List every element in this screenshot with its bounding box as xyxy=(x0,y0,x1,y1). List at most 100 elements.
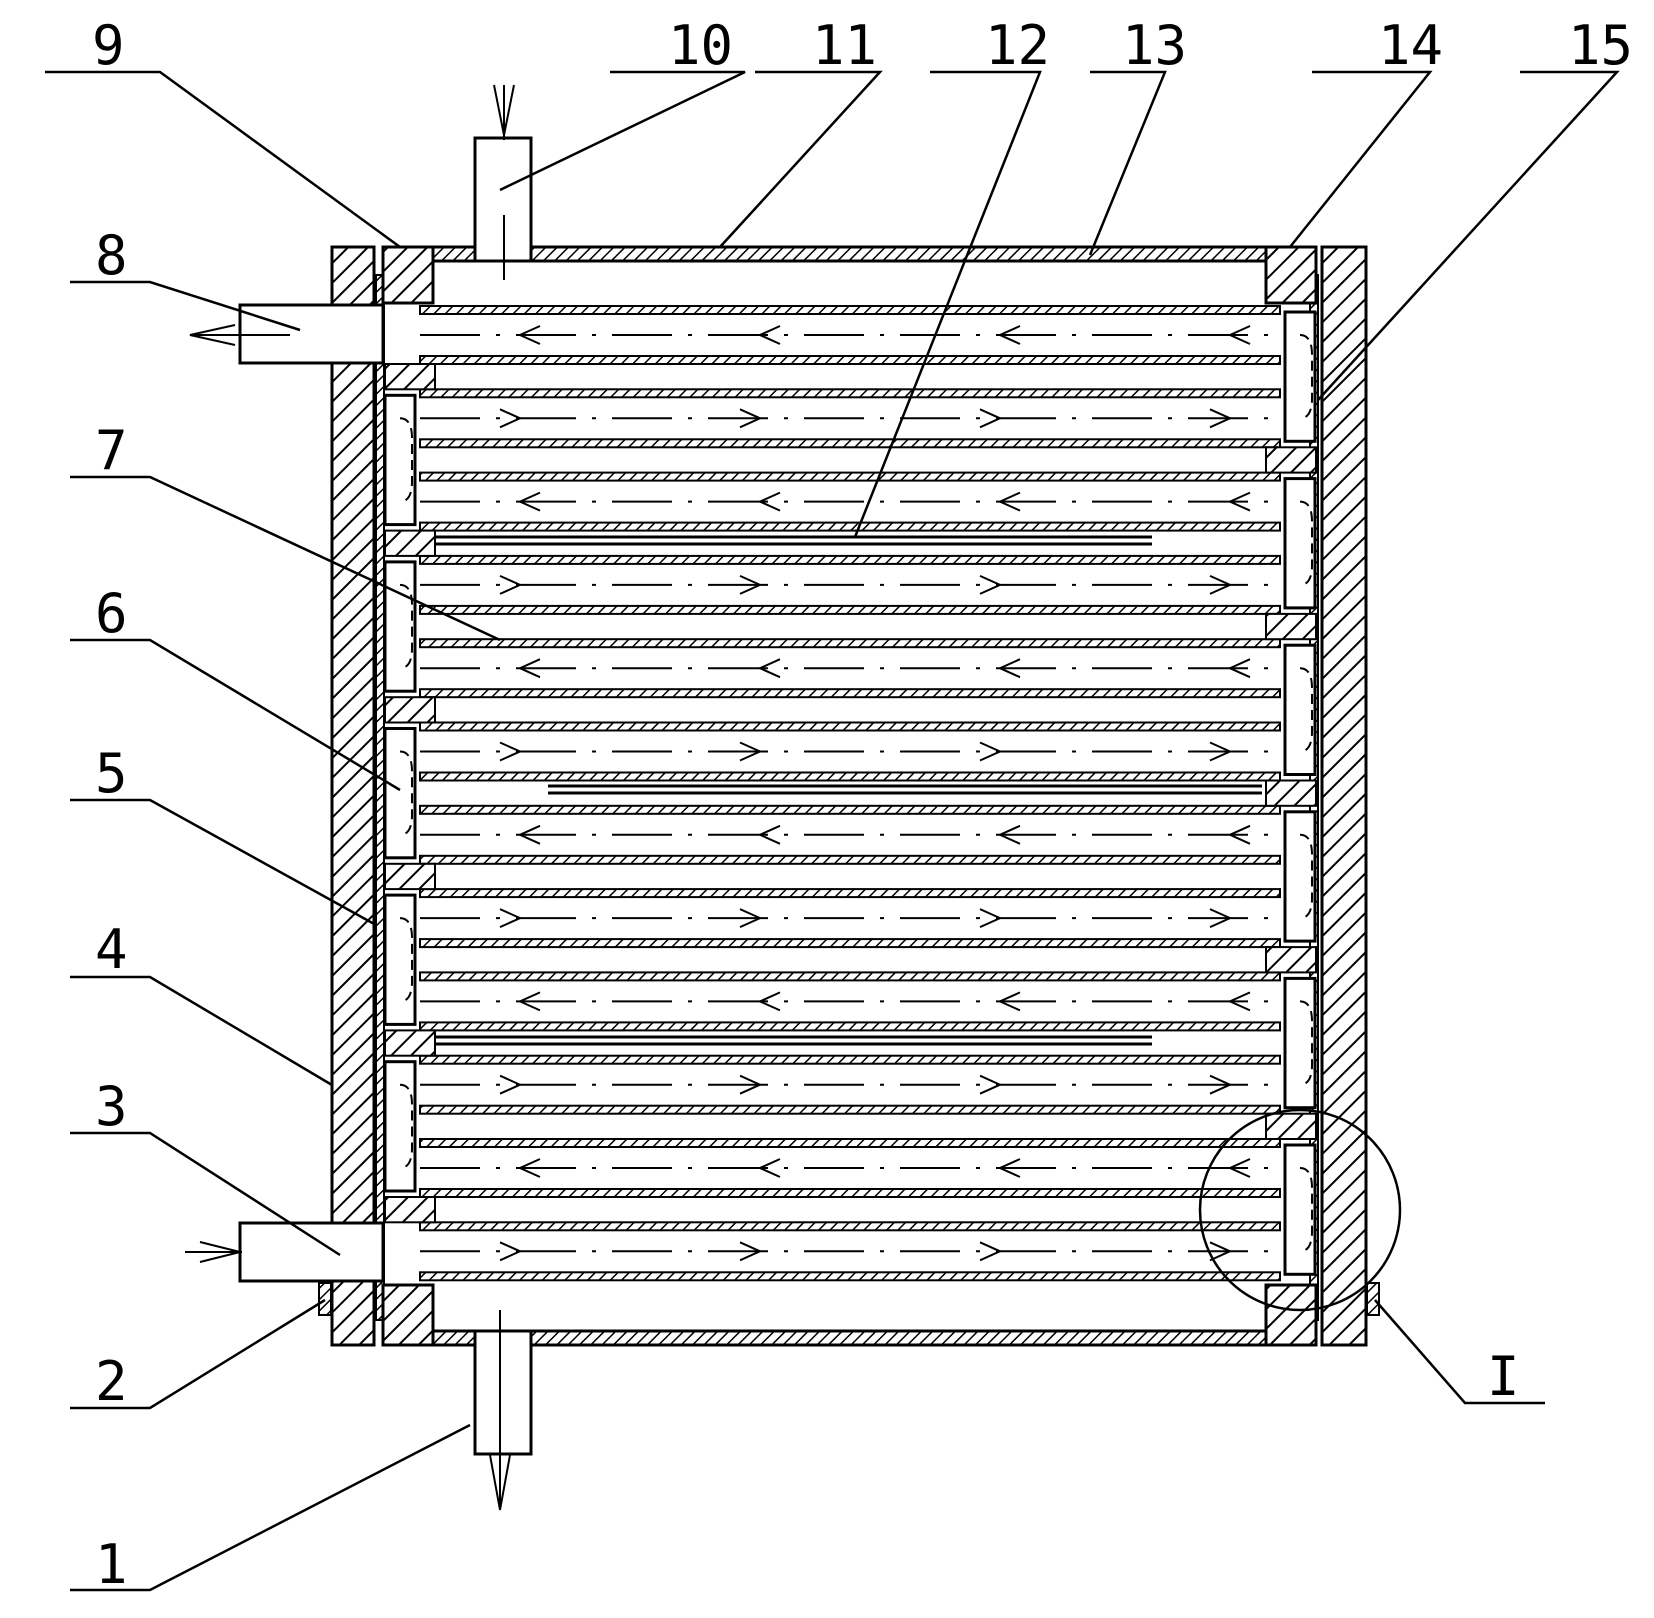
flow-arrow xyxy=(1227,658,1251,679)
callout-1: 1 xyxy=(95,1533,128,1596)
callout-8: 8 xyxy=(95,224,128,287)
baffle-plate xyxy=(384,1196,436,1224)
flow-arrow xyxy=(1227,991,1251,1012)
detail-circle xyxy=(1198,1108,1402,1312)
left-outlet-pipe xyxy=(189,303,385,365)
u-turn-flow xyxy=(399,750,413,836)
baffles xyxy=(384,363,1317,1224)
baffle-plate xyxy=(1265,779,1317,807)
tube-row xyxy=(419,971,1281,1032)
flow-arrow xyxy=(979,1241,1003,1262)
tube-row xyxy=(419,554,1281,615)
u-turn-flow xyxy=(1299,667,1313,753)
flow-arrow xyxy=(1227,1158,1251,1178)
flow-arrow xyxy=(517,824,541,845)
flow-arrow xyxy=(739,908,763,929)
tube-row xyxy=(419,638,1281,699)
flow-arrow xyxy=(517,991,541,1012)
return-header xyxy=(383,1060,417,1193)
return-header xyxy=(1283,1143,1317,1276)
callout-9: 9 xyxy=(92,14,125,77)
u-turn-flow xyxy=(399,1083,413,1169)
callout-10: 10 xyxy=(668,14,733,77)
baffle-plate xyxy=(384,529,436,557)
flow-arrow xyxy=(757,991,781,1012)
tube-wall-top xyxy=(419,305,1281,315)
return-header xyxy=(383,893,417,1026)
return-header xyxy=(383,560,417,693)
baffle-plate xyxy=(384,862,436,891)
baffle-plate xyxy=(384,363,436,391)
flow-arrow xyxy=(499,908,523,929)
left-inlet-pipe xyxy=(185,1221,385,1283)
flow-arrow xyxy=(739,574,763,595)
tube-wall-bottom xyxy=(419,604,1281,615)
tube-bank xyxy=(419,305,1281,1282)
baffle-plate xyxy=(1265,612,1317,641)
baffle-plate xyxy=(384,696,436,724)
tube-wall-top xyxy=(419,1221,1281,1232)
tube-row xyxy=(419,388,1281,449)
flow-arrow xyxy=(997,491,1021,512)
flow-arrow xyxy=(499,1074,523,1095)
tube-wall-top xyxy=(419,971,1281,982)
baffle-plate xyxy=(1265,446,1317,474)
tube-wall-top xyxy=(419,721,1281,732)
return-header xyxy=(1283,976,1317,1110)
tube-wall-top xyxy=(419,638,1281,649)
baffle-plate xyxy=(384,1029,436,1057)
tube-wall-bottom xyxy=(419,521,1281,532)
return-header xyxy=(383,727,417,860)
flow-arrow xyxy=(757,491,781,512)
top-inlet-nozzle xyxy=(473,84,533,280)
callout-7: 7 xyxy=(95,419,128,482)
callout-6: 6 xyxy=(95,582,128,645)
flow-arrow xyxy=(997,991,1021,1012)
flow-arrow xyxy=(517,658,541,679)
flow-arrow xyxy=(739,741,763,762)
u-turn-flow xyxy=(1299,833,1313,920)
flow-arrow xyxy=(517,325,541,345)
tube-wall-bottom xyxy=(419,1104,1281,1115)
left-outer-wall xyxy=(330,245,376,1347)
u-turn-flow xyxy=(399,417,413,503)
flow-arrow xyxy=(997,658,1021,679)
callout-12: 12 xyxy=(985,14,1050,77)
u-turn-flow xyxy=(399,583,413,670)
tube-wall-bottom xyxy=(419,938,1281,949)
bottom-outlet-nozzle xyxy=(473,1310,533,1511)
flow-arrow xyxy=(1209,741,1233,762)
flow-arrow xyxy=(1209,574,1233,595)
flow-arrow xyxy=(979,741,1003,762)
callout-11: 11 xyxy=(812,14,877,77)
tube-wall-bottom xyxy=(419,355,1281,365)
right-outer-wall xyxy=(1320,245,1368,1347)
tube-wall-top xyxy=(419,1054,1281,1065)
tube-wall-bottom xyxy=(419,1188,1281,1198)
flange-top-right xyxy=(1264,245,1318,305)
u-turn-flow xyxy=(399,917,413,1003)
flow-arrow xyxy=(979,408,1003,429)
flow-arrow xyxy=(1209,408,1233,429)
tube-row xyxy=(419,305,1281,365)
flow-arrow xyxy=(1227,491,1251,512)
left-liner xyxy=(375,274,385,1321)
tube-wall-top xyxy=(419,804,1281,815)
tube-wall-bottom xyxy=(419,771,1281,782)
flow-arrow xyxy=(1209,908,1233,929)
tube-row xyxy=(419,721,1281,782)
callout-I: I xyxy=(1487,1345,1520,1408)
return-header xyxy=(1283,310,1317,443)
tube-row xyxy=(419,471,1281,532)
tube-wall-top xyxy=(419,388,1281,399)
return-header xyxy=(383,393,417,527)
bolt-left xyxy=(318,1282,332,1316)
tube-wall-bottom xyxy=(419,688,1281,699)
flow-arrow xyxy=(979,1074,1003,1095)
flow-arrow xyxy=(997,325,1021,345)
flow-arrow xyxy=(1227,824,1251,845)
flow-arrow xyxy=(499,408,523,429)
baffle-plate xyxy=(1265,946,1317,974)
flow-arrow xyxy=(757,824,781,845)
